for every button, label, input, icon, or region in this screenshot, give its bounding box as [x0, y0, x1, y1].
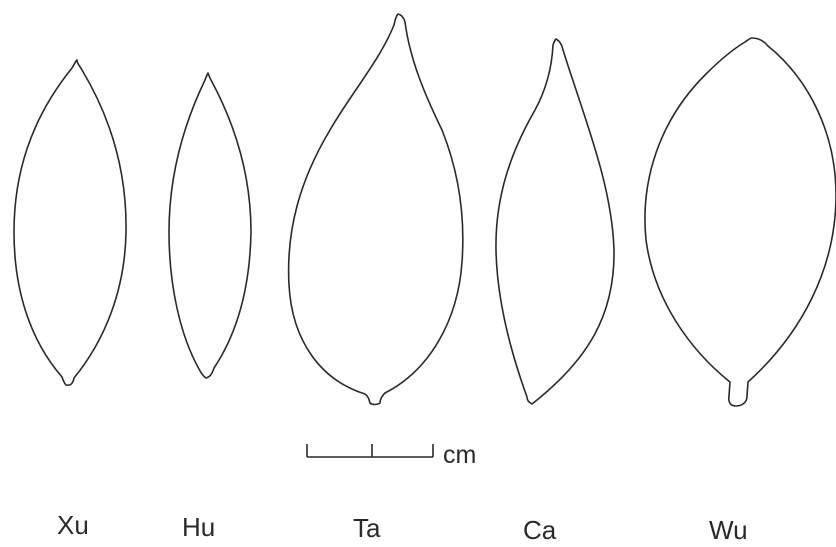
leaf-label-ta: Ta	[353, 513, 381, 543]
scale-bar	[306, 444, 434, 458]
leaf-label-hu: Hu	[182, 512, 216, 542]
scale-bar-unit-label: cm	[443, 441, 477, 469]
leaf-outline-ta	[287, 13, 464, 406]
leaf-label-wu: Wu	[709, 515, 748, 545]
leaf-label-xu: Xu	[57, 510, 89, 540]
leaf-outline-ca	[495, 38, 615, 405]
leaf-outline-hu	[168, 72, 252, 379]
leaf-label-ca: Ca	[523, 515, 557, 545]
leaf-outline-wu	[644, 37, 836, 407]
leaf-outline-xu	[13, 59, 127, 387]
